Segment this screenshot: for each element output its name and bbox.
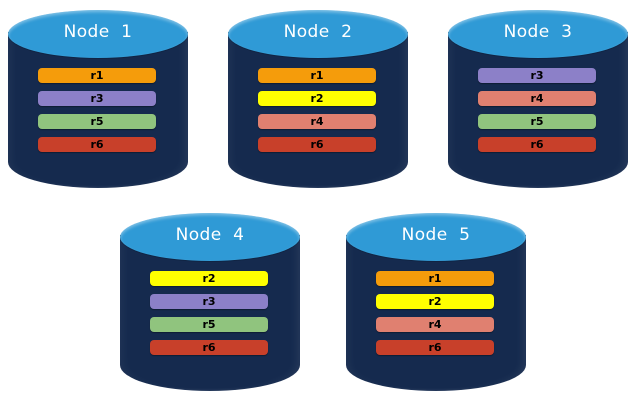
replica-bar[interactable]: r2 (150, 271, 268, 286)
replica-bar[interactable]: r6 (478, 137, 596, 152)
cylinder-top-disc (120, 213, 300, 261)
cylinder-top-disc (346, 213, 526, 261)
replica-list: r1 r3 r5 r6 (38, 68, 158, 152)
replica-bar[interactable]: r6 (150, 340, 268, 355)
node-cylinder-3[interactable]: Node 3 r3 r4 r5 r6 (448, 10, 628, 188)
replica-bar[interactable]: r4 (258, 114, 376, 129)
replica-bar[interactable]: r1 (258, 68, 376, 83)
cylinder-body (8, 32, 188, 188)
node-title-label: Node 4 (175, 225, 245, 245)
node-title-label: Node 2 (283, 22, 353, 42)
replica-bar[interactable]: r2 (258, 91, 376, 106)
replica-bar[interactable]: r2 (376, 294, 494, 309)
replica-bar[interactable]: r3 (478, 68, 596, 83)
cylinder-top-disc (8, 10, 188, 58)
cylinder-body (448, 32, 628, 188)
replica-bar[interactable]: r6 (258, 137, 376, 152)
cylinder-bottom-rim (120, 367, 300, 393)
replica-bar[interactable]: r6 (38, 137, 156, 152)
node-title-label: Node 1 (63, 22, 133, 42)
cylinder-body (120, 235, 300, 391)
replica-list: r2 r3 r5 r6 (150, 271, 270, 355)
node-cylinder-2[interactable]: Node 2 r1 r2 r4 r6 (228, 10, 408, 188)
cylinder-bottom-rim (228, 164, 408, 190)
replica-bar[interactable]: r3 (150, 294, 268, 309)
node-title-label: Node 3 (503, 22, 573, 42)
replica-bar[interactable]: r6 (376, 340, 494, 355)
cylinder-bottom-rim (8, 164, 188, 190)
node-cylinder-4[interactable]: Node 4 r2 r3 r5 r6 (120, 213, 300, 391)
replica-bar[interactable]: r4 (376, 317, 494, 332)
replica-bar[interactable]: r5 (478, 114, 596, 129)
replica-bar[interactable]: r1 (38, 68, 156, 83)
replica-bar[interactable]: r5 (150, 317, 268, 332)
node-cylinder-1[interactable]: Node 1 r1 r3 r5 r6 (8, 10, 188, 188)
replica-bar[interactable]: r3 (38, 91, 156, 106)
cylinder-bottom-rim (346, 367, 526, 393)
cylinder-top-disc (448, 10, 628, 58)
replica-bar[interactable]: r1 (376, 271, 494, 286)
cylinder-body (346, 235, 526, 391)
replica-list: r1 r2 r4 r6 (258, 68, 378, 152)
replica-list: r3 r4 r5 r6 (478, 68, 598, 152)
node-title-label: Node 5 (401, 225, 471, 245)
cylinder-body (228, 32, 408, 188)
cylinder-bottom-rim (448, 164, 628, 190)
replica-list: r1 r2 r4 r6 (376, 271, 496, 355)
replica-bar[interactable]: r4 (478, 91, 596, 106)
replica-bar[interactable]: r5 (38, 114, 156, 129)
cylinder-top-disc (228, 10, 408, 58)
node-cylinder-5[interactable]: Node 5 r1 r2 r4 r6 (346, 213, 526, 391)
